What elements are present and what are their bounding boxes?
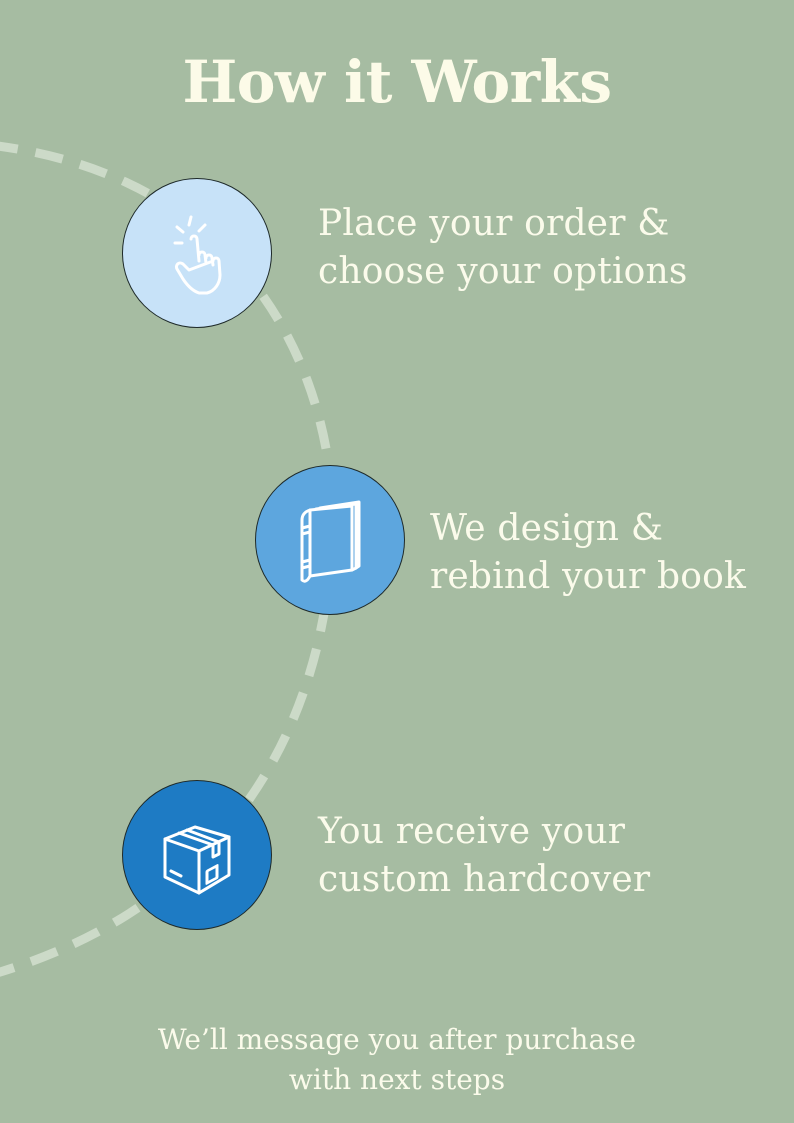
footer-line-1: We’ll message you after purchase xyxy=(157,1023,637,1056)
package-box-icon xyxy=(163,825,231,895)
footer-note: We’ll message you after purchase with ne… xyxy=(0,1020,794,1100)
step-3-line-2: custom hardcover xyxy=(318,859,651,900)
step-2-text: We design & rebind your book xyxy=(430,505,746,601)
step-1-text: Place your order & choose your options xyxy=(318,200,688,296)
step-2-circle xyxy=(255,465,405,615)
book-icon xyxy=(300,500,361,583)
step-1-line-1: Place your order & xyxy=(318,203,670,244)
page-title: How it Works xyxy=(182,48,612,116)
pointing-hand-icon xyxy=(173,215,222,295)
step-2-line-2: rebind your book xyxy=(430,556,747,597)
step-1-circle xyxy=(122,178,272,328)
step-3-text: You receive your custom hardcover xyxy=(318,808,650,904)
footer-line-2: with next steps xyxy=(288,1063,506,1096)
step-2-line-1: We design & xyxy=(430,508,664,549)
step-3-line-1: You receive your xyxy=(318,811,626,852)
step-3-circle xyxy=(122,780,272,930)
step-1-line-2: choose your options xyxy=(318,251,688,292)
